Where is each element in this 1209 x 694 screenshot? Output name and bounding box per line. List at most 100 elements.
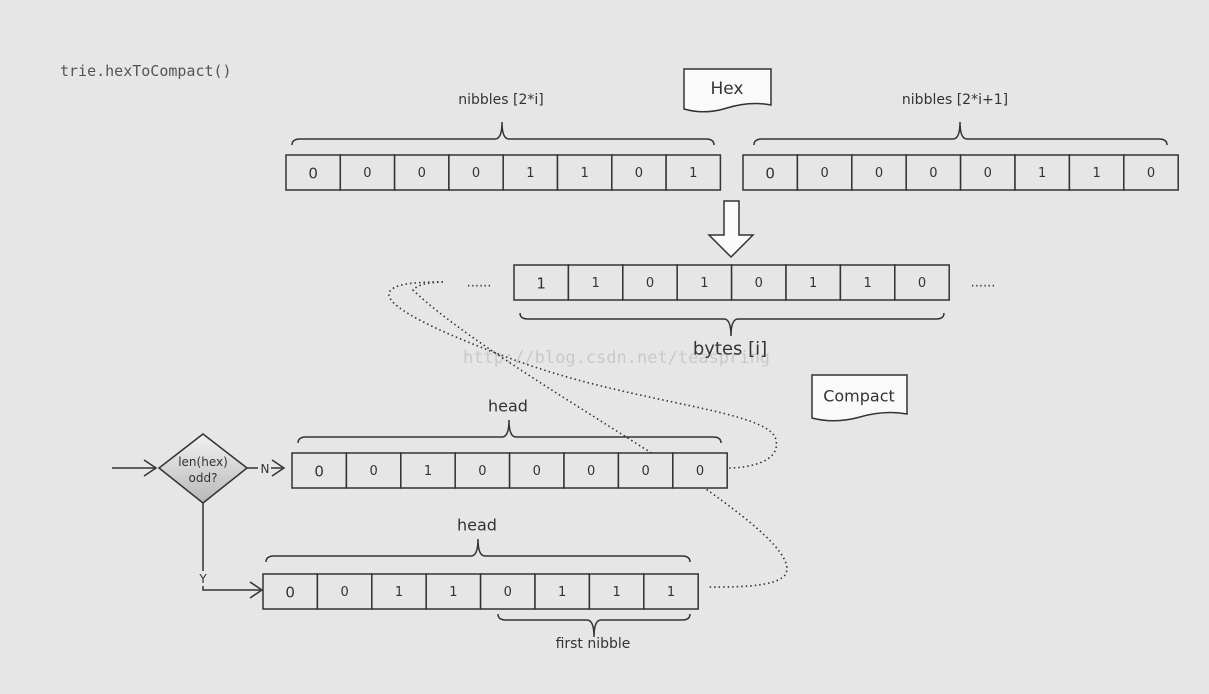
- bit-cell: 0: [448, 154, 504, 191]
- even-case-connector: [388, 281, 778, 469]
- bit-cell: 0: [742, 154, 799, 191]
- nibbles-right-row: 0 0 0 0 0 1 1 0: [742, 154, 1179, 191]
- bit-cell: 1: [502, 154, 559, 191]
- bit-value: 1: [581, 166, 589, 181]
- bit-cell: 0: [508, 452, 565, 489]
- bytes-brace: [519, 312, 945, 337]
- bit-value: 0: [369, 464, 377, 479]
- bit-cell: 0: [316, 573, 373, 610]
- bit-value: 1: [1092, 166, 1100, 181]
- bit-cell: 0: [291, 452, 348, 489]
- bit-value: 0: [314, 463, 324, 481]
- nibbles-right-brace: [753, 121, 1168, 146]
- hex-tag-label: Hex: [710, 79, 743, 99]
- bytes-ellipsis-left: ......: [467, 276, 492, 291]
- decision-diamond: len(hex) odd?: [157, 433, 249, 504]
- bit-value: 1: [395, 585, 403, 600]
- bit-value: 0: [918, 276, 926, 291]
- bit-cell: 1: [567, 264, 624, 301]
- bit-value: 0: [472, 166, 480, 181]
- bit-cell: 0: [345, 452, 402, 489]
- bit-value: 0: [308, 165, 318, 183]
- bit-value: 0: [504, 585, 512, 600]
- function-title: trie.hexToCompact(): [60, 62, 232, 80]
- bit-value: 1: [536, 275, 546, 293]
- bit-value: 0: [641, 464, 649, 479]
- bit-cell: 0: [285, 154, 342, 191]
- bit-value: 1: [424, 464, 432, 479]
- head-odd-brace: [265, 538, 691, 563]
- head-even-label: head: [488, 397, 528, 416]
- bit-cell: 0: [672, 452, 728, 489]
- bit-cell: 1: [643, 573, 699, 610]
- bit-cell: 0: [339, 154, 396, 191]
- bit-value: 1: [809, 276, 817, 291]
- bytes-label: bytes [i]: [693, 339, 767, 360]
- bit-cell: 1: [676, 264, 733, 301]
- bit-cell: 0: [905, 154, 962, 191]
- bit-value: 1: [526, 166, 534, 181]
- first-nibble-label: first nibble: [556, 636, 631, 652]
- bit-cell: 1: [1068, 154, 1125, 191]
- yes-branch-arrowhead: [249, 581, 264, 599]
- bit-value: 1: [667, 585, 675, 600]
- bit-cell: 1: [371, 573, 427, 610]
- yes-branch-line: [202, 503, 260, 591]
- bit-cell: 0: [393, 154, 450, 191]
- bit-cell: 0: [622, 264, 678, 301]
- no-label: N: [261, 462, 270, 476]
- bit-value: 0: [285, 584, 295, 602]
- head-odd-label: head: [457, 516, 497, 535]
- bit-cell: 1: [400, 452, 456, 489]
- decision-line2: odd?: [189, 471, 218, 485]
- bit-cell: 1: [556, 154, 613, 191]
- bit-value: 1: [558, 585, 566, 600]
- bit-cell: 1: [1014, 154, 1071, 191]
- bit-value: 1: [1038, 166, 1046, 181]
- compact-tag-label: Compact: [823, 387, 895, 406]
- nibbles-left-label: nibbles [2*i]: [458, 92, 544, 108]
- bit-value: 0: [696, 464, 704, 479]
- nibbles-right-label: nibbles [2*i+1]: [902, 92, 1008, 108]
- hex-document-tag: Hex: [683, 68, 772, 113]
- bit-value: 0: [984, 166, 992, 181]
- bit-cell: 0: [959, 154, 1016, 191]
- bit-value: 0: [340, 585, 348, 600]
- head-even-brace: [297, 419, 722, 444]
- bytes-ellipsis-right: ......: [971, 276, 996, 291]
- nibbles-left-brace: [291, 121, 715, 146]
- odd-case-connector: [411, 281, 788, 588]
- down-arrow-icon: [707, 200, 755, 259]
- bit-value: 0: [1147, 166, 1155, 181]
- bit-value: 0: [587, 464, 595, 479]
- bit-value: 0: [929, 166, 937, 181]
- bit-value: 1: [863, 276, 871, 291]
- bit-value: 0: [635, 166, 643, 181]
- bit-value: 1: [700, 276, 708, 291]
- nibbles-left-row: 0 0 0 0 1 1 0 1: [285, 154, 722, 191]
- bit-cell: 1: [588, 573, 645, 610]
- bit-cell: 0: [563, 452, 620, 489]
- decision-line1: len(hex): [178, 455, 228, 469]
- bit-cell: 0: [851, 154, 907, 191]
- bit-value: 0: [765, 165, 775, 183]
- bit-value: 0: [875, 166, 883, 181]
- bit-value: 1: [612, 585, 620, 600]
- bit-cell: 1: [534, 573, 591, 610]
- bit-cell: 1: [665, 154, 722, 191]
- bit-cell: 0: [454, 452, 511, 489]
- bit-cell: 1: [513, 264, 570, 301]
- bit-value: 0: [418, 166, 426, 181]
- bit-cell: 1: [839, 264, 896, 301]
- first-nibble-brace: [497, 613, 691, 638]
- bit-cell: 0: [1123, 154, 1179, 191]
- bit-cell: 0: [611, 154, 667, 191]
- bit-value: 1: [591, 276, 599, 291]
- bit-cell: 1: [785, 264, 842, 301]
- bit-cell: 0: [479, 573, 536, 610]
- bit-cell: 0: [796, 154, 853, 191]
- no-branch-arrowhead: [271, 459, 286, 477]
